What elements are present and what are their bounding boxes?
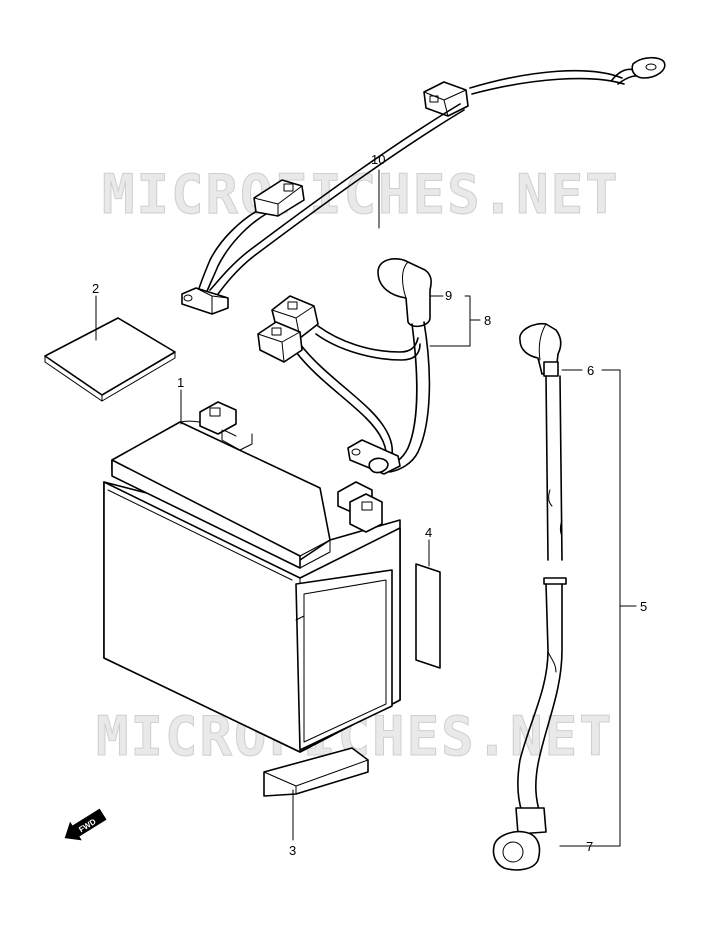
callout-1: 1	[177, 375, 184, 390]
fwd-direction-badge: FWD	[64, 808, 107, 841]
callout-8: 8	[484, 313, 491, 328]
callout-10: 10	[371, 152, 385, 167]
callout-7: 7	[586, 839, 593, 854]
callout-4: 4	[425, 525, 432, 540]
callout-2: 2	[92, 281, 99, 296]
callout-6: 6	[587, 363, 594, 378]
watermark-top: MICROFICHES.NET	[102, 163, 620, 226]
negative-lead	[492, 322, 567, 871]
positive-lead	[257, 258, 432, 475]
small-pad-part	[263, 747, 369, 797]
strip-part	[415, 563, 441, 669]
callout-5: 5	[640, 599, 647, 614]
wire-harness	[181, 56, 666, 315]
callout-3: 3	[289, 843, 296, 858]
battery	[103, 401, 401, 753]
leader-lines	[95, 169, 637, 847]
callout-9: 9	[445, 288, 452, 303]
pad-part	[44, 317, 176, 402]
